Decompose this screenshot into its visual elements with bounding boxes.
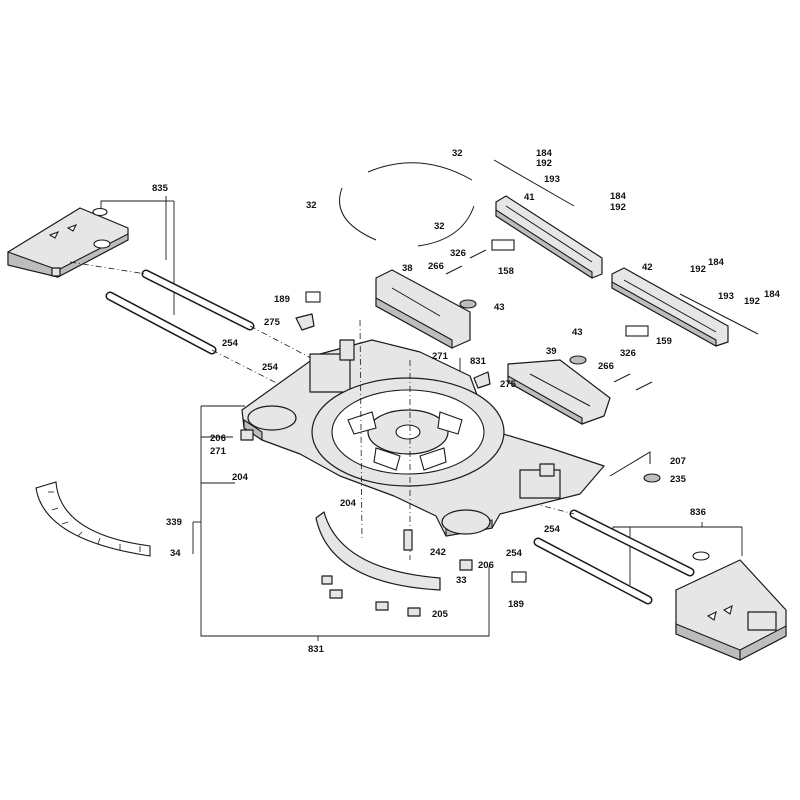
label-254-d: 254 <box>506 548 523 559</box>
label-242: 242 <box>430 547 446 558</box>
label-235: 235 <box>670 474 687 485</box>
label-835: 835 <box>152 183 169 194</box>
label-326-a: 326 <box>450 248 466 259</box>
label-193-a: 193 <box>544 174 560 185</box>
label-32-top: 32 <box>452 148 463 159</box>
label-38: 38 <box>402 263 413 274</box>
group-brackets <box>100 196 743 641</box>
label-206-a: 206 <box>210 433 226 444</box>
label-192-c: 192 <box>690 264 706 275</box>
label-184-a: 184 <box>536 148 553 159</box>
label-42: 42 <box>642 262 653 273</box>
fence-38 <box>375 269 471 349</box>
label-836: 836 <box>690 507 706 518</box>
label-34: 34 <box>170 548 181 559</box>
label-192-d: 192 <box>744 296 760 307</box>
label-158: 158 <box>498 266 514 277</box>
label-254-c: 254 <box>544 524 561 535</box>
rods-left <box>69 261 331 396</box>
label-205: 205 <box>432 609 449 620</box>
label-254-b: 254 <box>262 362 279 373</box>
label-266-b: 266 <box>598 361 614 372</box>
label-159: 159 <box>656 336 672 347</box>
label-193-b: 193 <box>718 291 734 302</box>
scale-34 <box>35 481 151 557</box>
label-184-b: 184 <box>610 191 627 202</box>
left-extension-835 <box>7 207 129 278</box>
arcs-32 <box>339 162 475 247</box>
part-labels: 835 32 32 32 184 192 193 41 184 192 158 … <box>152 148 781 655</box>
scale-33 <box>315 511 441 591</box>
label-204-a: 204 <box>232 472 249 483</box>
label-32-left: 32 <box>306 200 317 211</box>
main-base-831 <box>241 319 605 560</box>
label-43-a: 43 <box>494 302 505 313</box>
label-275-b: 275 <box>500 379 517 390</box>
small-parts <box>240 159 759 617</box>
rods-right <box>519 499 695 605</box>
label-43-b: 43 <box>572 327 583 338</box>
label-184-d: 184 <box>764 289 781 300</box>
label-206-b: 206 <box>478 560 494 571</box>
right-extension-836 <box>675 551 787 661</box>
label-189-b: 189 <box>508 599 524 610</box>
label-189-a: 189 <box>274 294 290 305</box>
label-266-a: 266 <box>428 261 444 272</box>
label-254-a: 254 <box>222 338 239 349</box>
fence-42 <box>611 267 729 347</box>
label-184-c: 184 <box>708 257 725 268</box>
label-41: 41 <box>524 192 535 203</box>
label-33: 33 <box>456 575 467 586</box>
label-831-bottom: 831 <box>308 644 325 655</box>
fence-41 <box>495 195 603 280</box>
label-192-a: 192 <box>536 158 552 169</box>
fence-39 <box>507 359 611 425</box>
label-831-top: 831 <box>470 356 487 367</box>
label-339: 339 <box>166 517 182 528</box>
label-192-b: 192 <box>610 202 626 213</box>
label-271-a: 271 <box>432 351 449 362</box>
label-275-a: 275 <box>264 317 281 328</box>
label-32-bottom: 32 <box>434 221 445 232</box>
label-204-b: 204 <box>340 498 357 509</box>
label-39: 39 <box>546 346 557 357</box>
label-271-b: 271 <box>210 446 227 457</box>
label-207: 207 <box>670 456 686 467</box>
label-326-b: 326 <box>620 348 636 359</box>
